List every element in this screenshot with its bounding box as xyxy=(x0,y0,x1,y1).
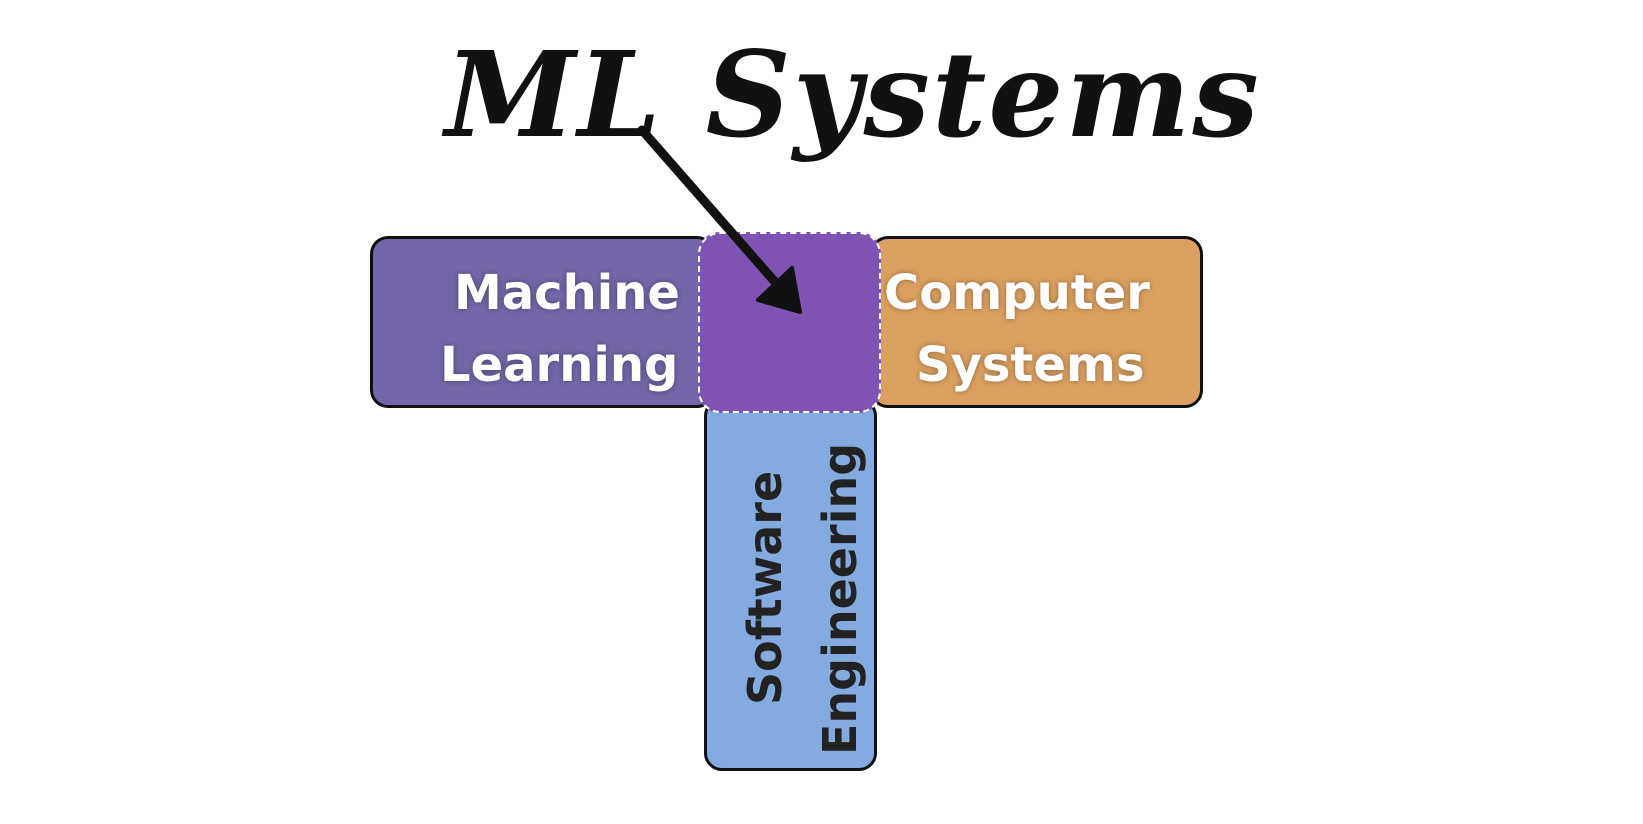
computer-systems-box xyxy=(870,236,1203,408)
software-engineering-label-line1: Software xyxy=(738,470,792,705)
software-engineering-box xyxy=(704,398,877,771)
diagram-title: ML Systems xyxy=(445,25,1261,164)
machine-learning-label-line2: Learning xyxy=(440,337,679,393)
computer-systems-label-line2: Systems xyxy=(916,337,1145,393)
software-engineering-label-line2: Engineering xyxy=(813,442,867,755)
computer-systems-label-line1: Computer xyxy=(884,265,1150,321)
machine-learning-label-line1: Machine xyxy=(454,265,680,321)
ml-systems-intersection-box xyxy=(698,232,881,413)
